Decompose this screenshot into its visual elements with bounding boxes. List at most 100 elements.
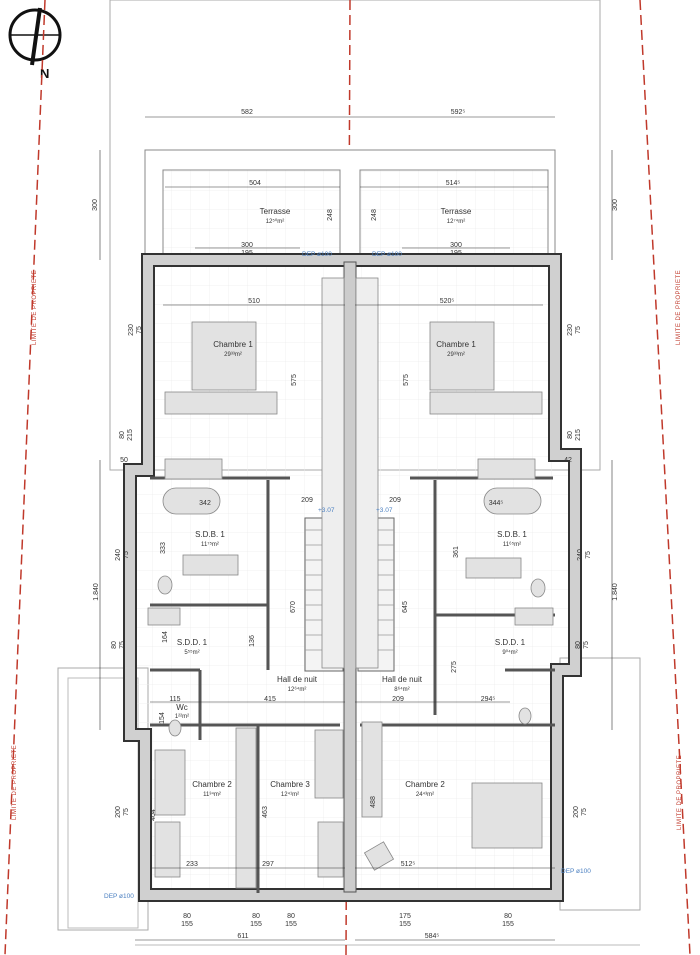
room-name: S.D.D. 1: [495, 638, 526, 647]
dimension-label: 42: [564, 457, 572, 464]
dimension-label: 294⁵: [481, 696, 496, 703]
toilet-icon: [157, 575, 173, 595]
dimension-label: 80: [287, 913, 295, 920]
annotations: DEP ø100 DEP ø100 DEP ø100 DEP ø100 +3.0…: [104, 251, 591, 900]
room-area: 5⁵⁵m²: [184, 649, 199, 656]
dimension-label: 575: [403, 374, 410, 386]
bed-icon: [429, 321, 495, 391]
room-area: 12⁷⁴m²: [447, 218, 465, 225]
dimension-label: 488: [370, 796, 377, 808]
dimension-label: 155: [399, 921, 411, 928]
dimension-lines: [99, 116, 613, 941]
room-area: 29³³m²: [447, 352, 465, 358]
sink-icon: [147, 607, 181, 626]
dimension-label: 300: [612, 199, 619, 211]
dimension-label: 300: [241, 242, 253, 249]
dimension-label: 195: [241, 250, 253, 257]
dimension-label: 75: [583, 641, 590, 649]
dimension-label: 248: [371, 209, 378, 221]
bed-icon: [471, 782, 543, 849]
room-area: 8⁶⁴m²: [394, 686, 409, 693]
dimension-label: 155: [250, 921, 262, 928]
room-area: 9⁰⁴m²: [502, 649, 517, 656]
room-name: Chambre 2: [405, 780, 445, 789]
dimension-label: 1.840: [612, 583, 619, 601]
dimension-label: 670: [290, 601, 297, 613]
dimension-label: 592⁵: [451, 109, 466, 116]
compass-icon: N: [8, 7, 62, 81]
room-area: 12⁶⁴m²: [288, 686, 307, 693]
dimension-label: 195: [450, 250, 462, 257]
exterior-wall-fill: [125, 255, 580, 900]
dimension-label: 342: [199, 500, 211, 507]
room-name: Chambre 1: [436, 340, 476, 349]
dimension-label: 404: [150, 809, 157, 821]
wardrobe-icon: [235, 727, 257, 889]
dimension-label: 164: [162, 631, 169, 643]
dimension-label: 155: [285, 921, 297, 928]
room-area: 1²²m²: [175, 714, 189, 720]
dimension-label: 248: [327, 209, 334, 221]
dimension-label: 209: [301, 497, 313, 504]
dimension-label: 155: [502, 921, 514, 928]
dimension-label: 344⁵: [489, 500, 504, 507]
dimension-label: 75: [136, 326, 143, 334]
dep-label: DEP ø100: [302, 251, 332, 258]
dimension-label: 75: [119, 641, 126, 649]
property-limit-label: LIMITE DE PROPRIETE: [676, 270, 682, 345]
sink-icon: [465, 557, 522, 579]
dimension-label: 611: [237, 933, 248, 940]
dep-label: DEP ø100: [372, 251, 402, 258]
dimension-label: 240: [577, 549, 584, 561]
room-name: Terrasse: [441, 207, 472, 216]
bed-icon: [191, 321, 257, 391]
terrace-left: [162, 169, 341, 257]
bathtub-icon: [483, 487, 542, 515]
dimension-label: 75: [585, 551, 592, 559]
dimension-label: 215: [575, 429, 582, 441]
dimension-label: 80: [119, 431, 126, 439]
dimension-label: 80: [575, 641, 582, 649]
dimension-label: 175: [399, 913, 411, 920]
room-name: Terrasse: [260, 207, 291, 216]
dimension-label: 80: [504, 913, 512, 920]
dimension-label: 582: [241, 109, 253, 116]
dimension-label: 50: [120, 457, 128, 464]
property-limit-label: LIMITE DE PROPRIETE: [677, 755, 683, 830]
room-area: 12⁴¹m²: [281, 791, 299, 798]
dimension-label: 463: [262, 806, 269, 818]
desk-icon: [154, 821, 181, 878]
dimension-label: 215: [127, 429, 134, 441]
dimension-label: 154: [159, 712, 166, 724]
room-area: 11³⁴m²: [203, 791, 221, 798]
bed-icon: [314, 729, 344, 799]
room-name: Hall de nuit: [277, 675, 318, 684]
dimension-label: 275: [451, 661, 458, 673]
dimension-label: 230: [567, 324, 574, 336]
dimension-label: 230: [128, 324, 135, 336]
dimension-label: 200: [573, 806, 580, 818]
dimension-labels: 582 592⁵ 300 300 504 514⁵ 248 248 300 19…: [92, 109, 619, 940]
sink-icon: [514, 607, 554, 626]
wardrobe-icon: [477, 458, 536, 480]
dep-label: DEP ø100: [104, 893, 134, 900]
room-name: S.D.D. 1: [177, 638, 208, 647]
dimension-label: 75: [581, 808, 588, 816]
dimension-label: 1.840: [93, 583, 100, 601]
toilet-icon: [530, 578, 546, 598]
wardrobe-icon: [429, 391, 543, 415]
bed-icon: [154, 749, 186, 816]
dimension-label: 584⁵: [425, 933, 440, 940]
dimension-label: 209: [392, 696, 404, 703]
dep-label: DEP ø100: [561, 868, 591, 875]
dimension-label: 136: [249, 635, 256, 647]
dimension-label: 80: [252, 913, 260, 920]
dimension-label: 300: [450, 242, 462, 249]
duct-icon: [321, 277, 345, 669]
dimension-label: 361: [453, 546, 460, 558]
dimension-label: 510: [248, 298, 260, 305]
dimension-label: 200: [115, 806, 122, 818]
dimension-label: 333: [160, 542, 167, 554]
level-label: +3.07: [318, 507, 335, 514]
room-name: Chambre 1: [213, 340, 253, 349]
